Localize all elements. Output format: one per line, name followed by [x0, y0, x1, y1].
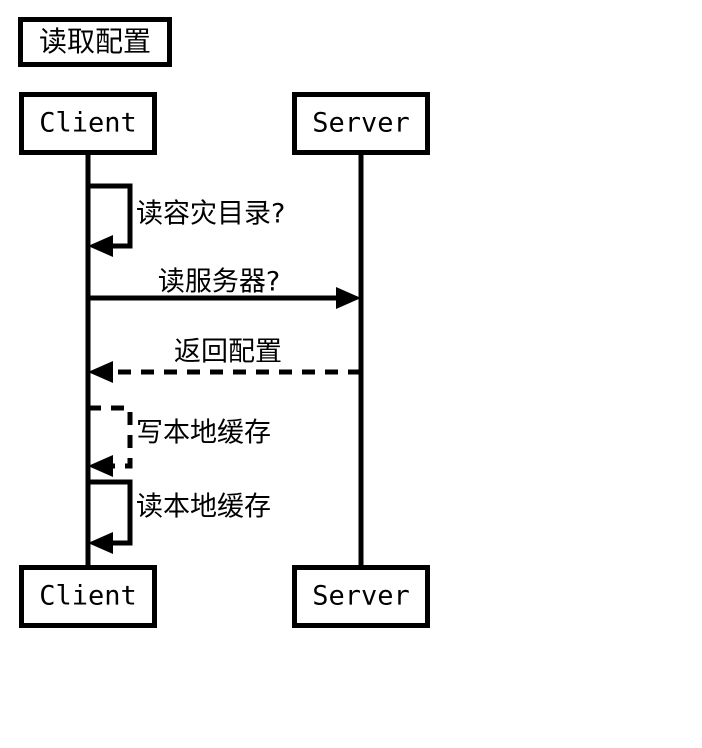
- participant-label-server-top: Server: [312, 108, 410, 139]
- message-3-return-config[interactable]: 返回配置: [88, 337, 361, 384]
- message-1-label: 读容灾目录?: [136, 199, 285, 230]
- diagram-title-label: 读取配置: [39, 25, 151, 58]
- participant-box-client-top[interactable]: [19, 92, 157, 155]
- message-5-path: [88, 479, 133, 546]
- message-4-label: 写本地缓存: [136, 418, 271, 449]
- message-5-arrowhead: [88, 532, 113, 554]
- message-4-arrowhead: [88, 455, 113, 477]
- message-2-call-read-server[interactable]: 读服务器?: [88, 267, 361, 310]
- message-3-label: 返回配置: [174, 337, 282, 368]
- diagram-title-box: [18, 17, 172, 67]
- message-1-path: [88, 183, 133, 249]
- message-5-label: 读本地缓存: [136, 492, 271, 523]
- message-2-arrowhead: [336, 287, 361, 309]
- message-1-arrowhead: [88, 235, 113, 257]
- participant-label-client-bottom: Client: [39, 581, 137, 612]
- participant-box-server-bottom[interactable]: [292, 565, 430, 628]
- message-3-arrowhead: [88, 361, 113, 383]
- participant-label-client-top: Client: [39, 108, 137, 139]
- participant-box-client-bottom[interactable]: [19, 565, 157, 628]
- message-5-self-read-local-cache[interactable]: 读本地缓存: [88, 479, 271, 554]
- message-1-self-read-dr-directory[interactable]: 读容灾目录?: [88, 183, 285, 257]
- message-2-label: 读服务器?: [158, 267, 280, 298]
- participant-box-server-top[interactable]: [292, 92, 430, 155]
- message-4-path: [88, 405, 133, 469]
- message-4-self-write-local-cache[interactable]: 写本地缓存: [88, 405, 271, 477]
- participant-label-server-bottom: Server: [312, 581, 410, 612]
